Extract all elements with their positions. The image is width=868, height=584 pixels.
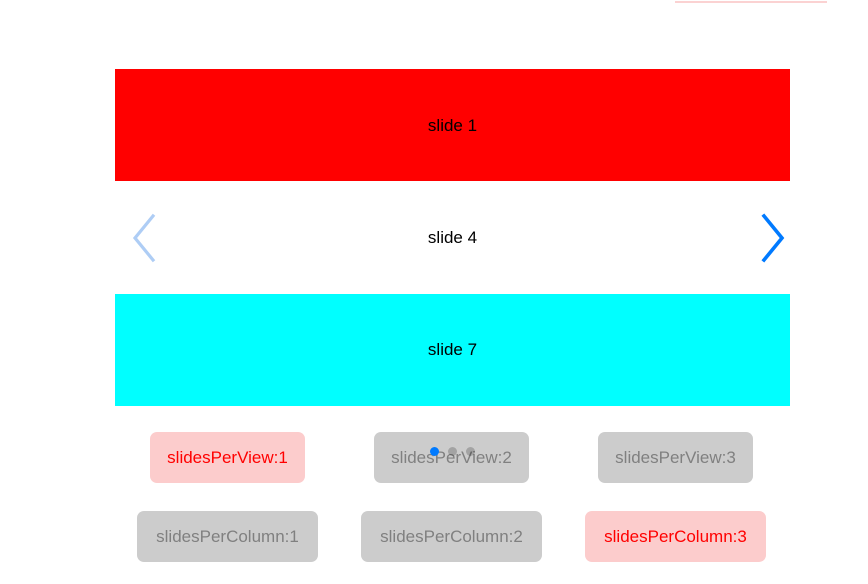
slide-label: slide 7 [427, 340, 478, 360]
slide-label: slide 4 [427, 227, 478, 247]
slides-per-view-1-button[interactable]: slidesPerView:1 [150, 432, 305, 483]
slides-per-view-2-button[interactable]: slidesPerView:2 [374, 432, 529, 483]
slides-per-column-2-button[interactable]: slidesPerColumn:2 [361, 511, 542, 562]
slides-per-view-controls: slidesPerView:1 slidesPerView:2 slidesPe… [150, 432, 753, 483]
pagination-bullet-1[interactable] [430, 447, 439, 456]
chevron-right-icon [757, 213, 787, 263]
slides-per-column-3-button[interactable]: slidesPerColumn:3 [585, 511, 766, 562]
next-slide-button[interactable] [745, 211, 799, 265]
slides-per-view-3-button[interactable]: slidesPerView:3 [598, 432, 753, 483]
pagination-bullet-3[interactable] [466, 447, 475, 456]
top-divider-rule [675, 1, 827, 3]
slides-per-column-1-button[interactable]: slidesPerColumn:1 [137, 511, 318, 562]
slides-per-column-controls: slidesPerColumn:1 slidesPerColumn:2 slid… [137, 511, 766, 562]
chevron-left-icon [130, 213, 160, 263]
pagination-bullets [115, 447, 790, 456]
slide-label: slide 1 [427, 115, 478, 135]
pagination-bullet-2[interactable] [448, 447, 457, 456]
slide-item[interactable]: slide 7 [115, 293, 790, 406]
slide-item[interactable]: slide 4 [115, 181, 790, 294]
swiper-wrapper: slide 1 slide 4 slide 7 [115, 69, 790, 406]
slide-item[interactable]: slide 1 [115, 69, 790, 182]
prev-slide-button[interactable] [118, 211, 172, 265]
swiper-carousel: slide 1 slide 4 slide 7 [115, 69, 790, 456]
